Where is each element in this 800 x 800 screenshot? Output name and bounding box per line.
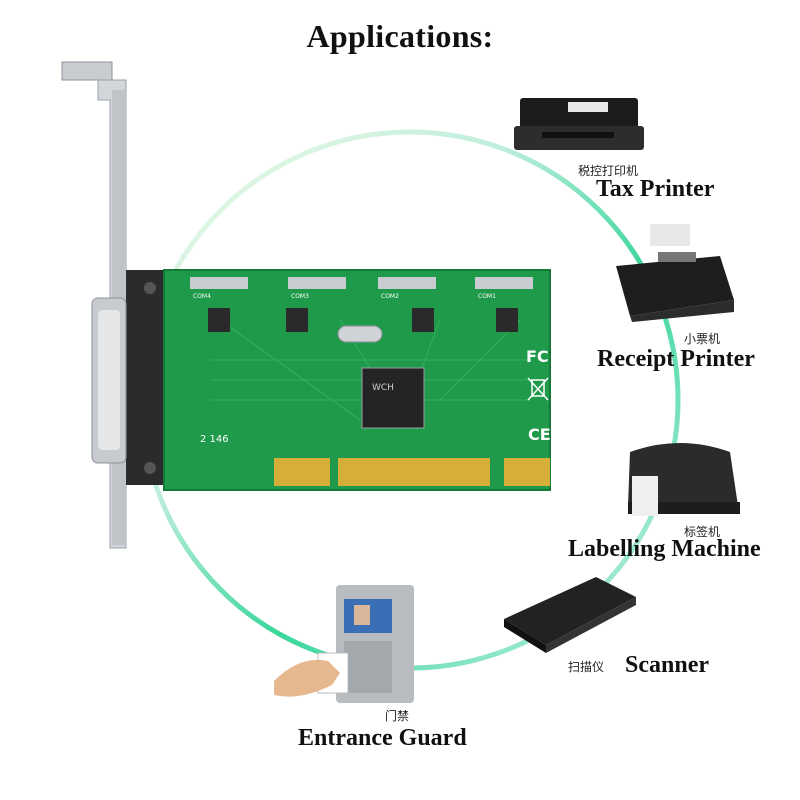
app-label-en: Receipt Printer <box>597 346 755 372</box>
weee-icon <box>527 377 549 401</box>
app-label-zh: 标签机 <box>684 525 721 539</box>
port-label: COM1 <box>478 293 496 300</box>
app-label-en: Entrance Guard <box>298 725 467 751</box>
scanner-icon <box>504 577 636 653</box>
port-label: COM4 <box>193 293 211 300</box>
app-label-en: Scanner <box>625 652 709 678</box>
circuit-board: COM4 COM3 COM2 COM1 WCH FC CE 2 146 <box>163 269 551 491</box>
chip-label: WCH <box>372 383 394 393</box>
app-label-en: Tax Printer <box>596 176 715 202</box>
fcc-mark: FC <box>526 347 549 366</box>
lot-code: 2 146 <box>200 434 229 445</box>
label-printer-icon <box>628 443 740 516</box>
app-label-en: Labelling Machine <box>568 536 761 562</box>
access-control-icon <box>274 585 414 703</box>
port-label: COM2 <box>381 293 399 300</box>
ce-mark: CE <box>528 425 551 444</box>
parallel-port-connector <box>91 270 164 485</box>
app-label-zh: 扫描仪 <box>568 660 605 674</box>
port-label: COM3 <box>291 293 309 300</box>
app-label-zh: 门禁 <box>385 709 410 723</box>
app-label-zh: 小票机 <box>684 332 721 346</box>
receipt-printer-icon <box>616 224 734 322</box>
page-title: Applications: <box>306 18 494 54</box>
tax-printer-icon <box>514 98 644 150</box>
app-label-zh: 税控打印机 <box>578 164 639 178</box>
pci-serial-card: COM4 COM3 COM2 COM1 WCH FC CE 2 146 <box>61 61 551 549</box>
